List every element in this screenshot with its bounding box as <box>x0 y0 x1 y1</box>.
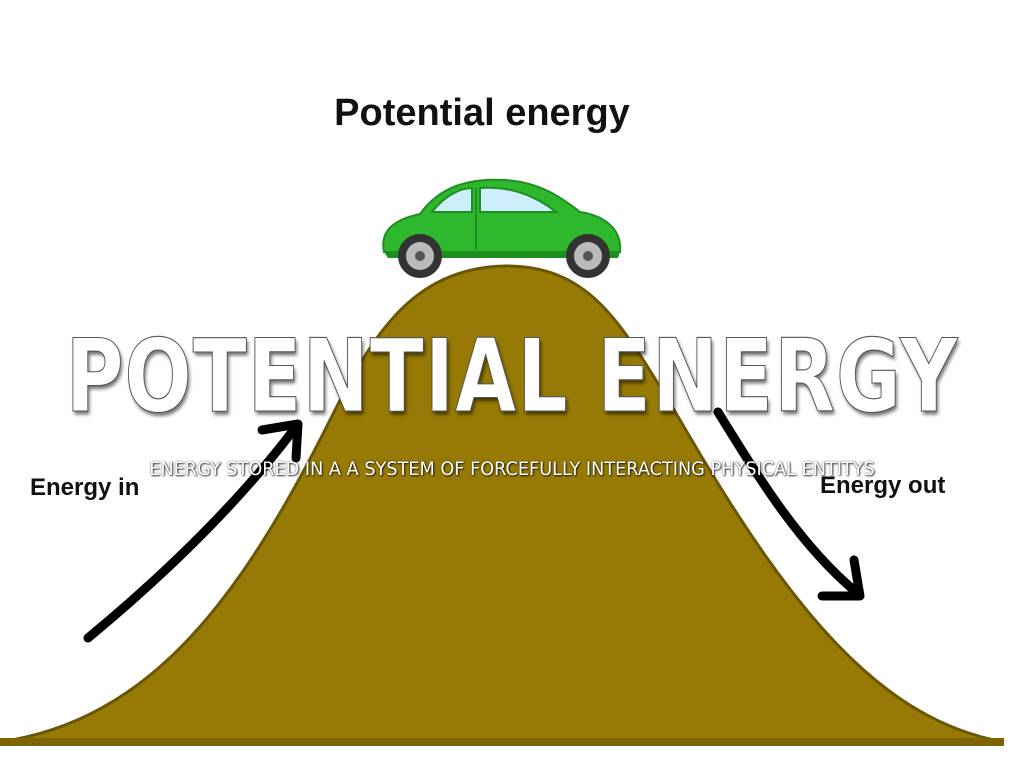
energy-in-label: Energy in <box>30 474 140 501</box>
energy-in-arrow <box>83 419 303 643</box>
energy-out-arrow <box>713 407 865 601</box>
car-icon <box>382 178 622 278</box>
energy-out-label: Energy out <box>820 472 946 499</box>
hill <box>0 264 1005 744</box>
diagram-title: Potential energy <box>334 92 630 134</box>
ground-line <box>0 738 1004 746</box>
slide-subtitle: ENERGY STORED IN A A SYSTEM OF FORCEFULL… <box>149 458 875 480</box>
slide-title: POTENTIAL ENERGY <box>65 317 959 436</box>
